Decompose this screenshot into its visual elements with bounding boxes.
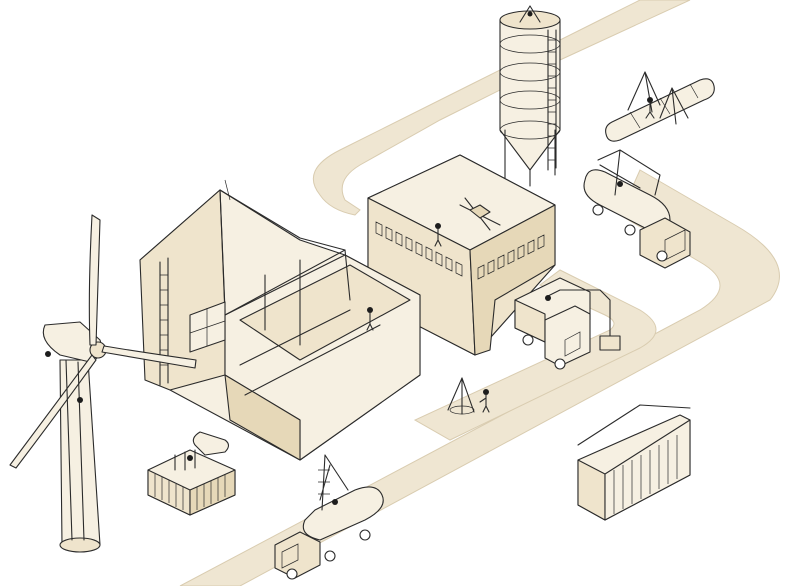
tanker-truck-icon [274,454,384,580]
tripod-rescue-icon [447,377,490,415]
road-main [312,0,691,216]
road-right [179,169,780,586]
transformer-icon [147,431,236,516]
wind-turbine-icon [9,214,197,553]
house-under-construction-icon [139,179,421,461]
road-network [179,0,780,586]
tanker-truck-icon [583,149,691,269]
factory-windows [375,221,545,280]
silo-tower-icon [499,5,561,187]
box-truck-icon [514,277,621,370]
shipping-container-icon [577,404,691,521]
pipeline-tripod-icon [605,71,715,142]
road-branch [413,269,657,441]
